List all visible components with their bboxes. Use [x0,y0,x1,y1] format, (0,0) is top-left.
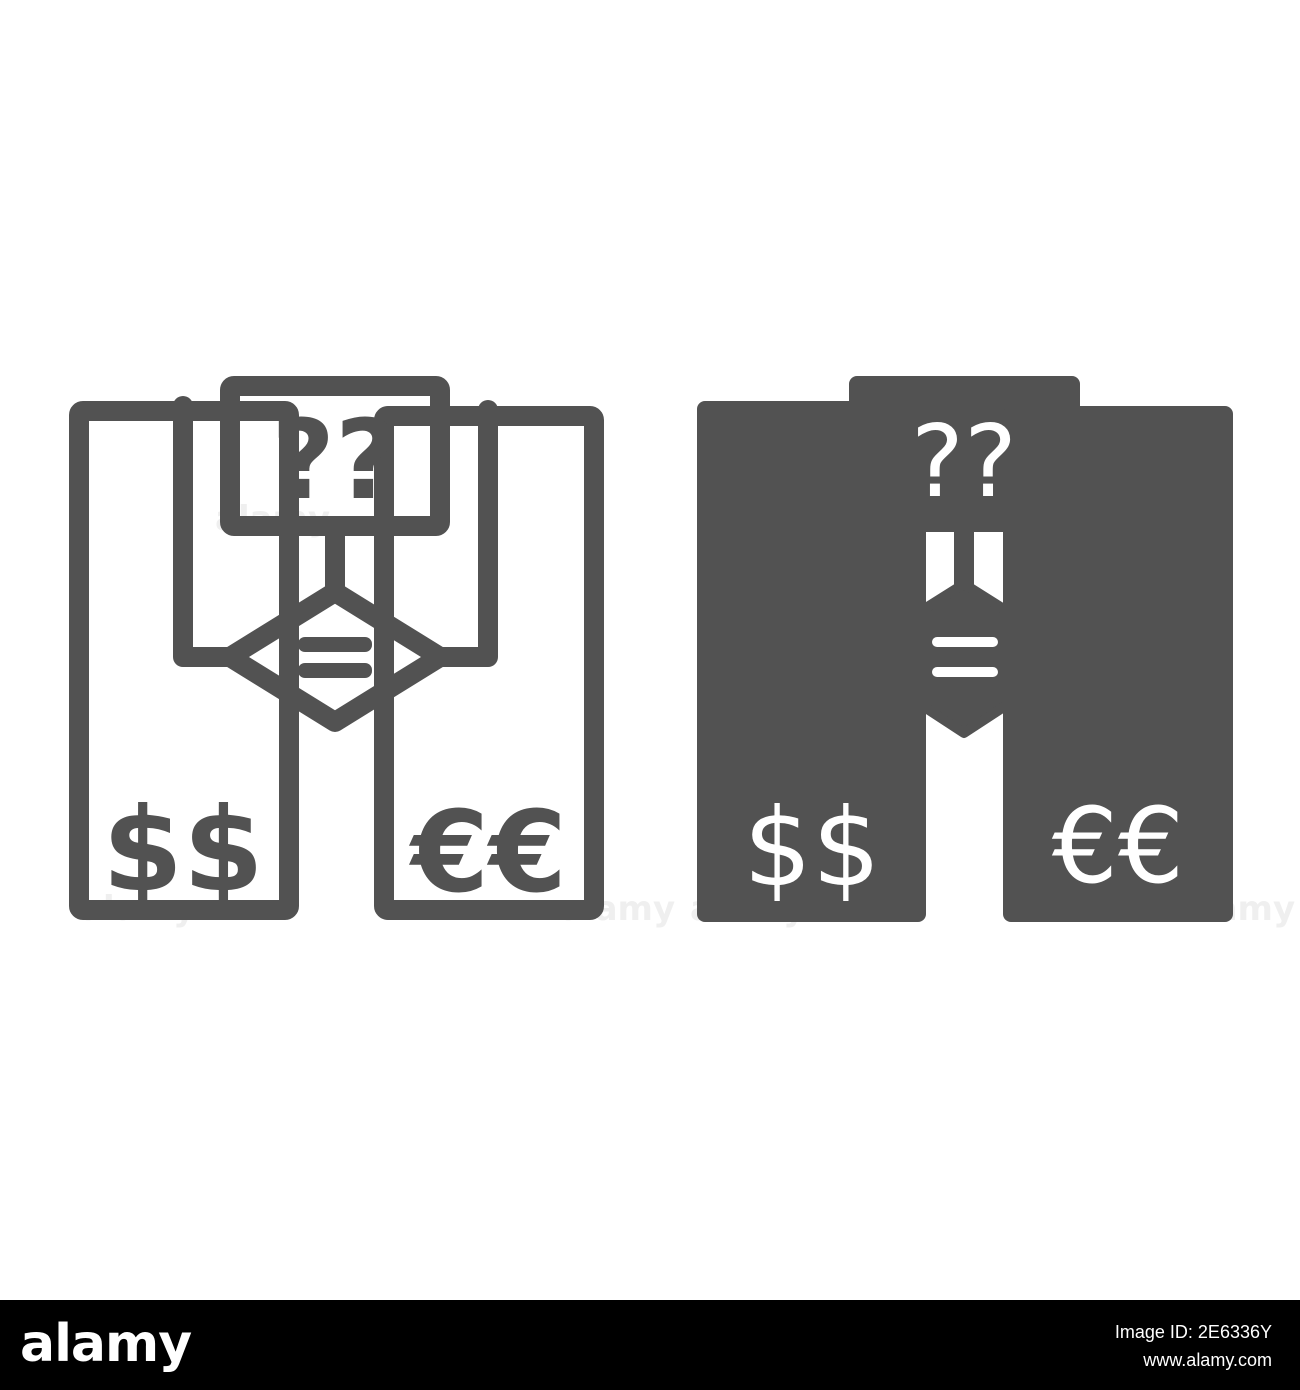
question-marks: ?? [271,396,399,524]
decision-diamond-outline [220,582,450,732]
euro-symbols: €€ [1052,785,1184,907]
equals-bar-bottom [932,667,998,677]
euro-symbols: €€ [408,788,567,918]
equals-bar-bottom [298,663,372,678]
dollar-symbols: $$ [102,783,263,918]
equals-bar-top [932,637,998,647]
euro-box-outline [374,406,604,920]
dollar-box-solid [697,401,926,922]
line-icon-boxes-final [69,401,604,920]
alamy-logo[interactable]: alamy [20,1314,192,1374]
solid-icon-visible-bottom [697,401,1233,922]
connector-line [430,400,498,667]
solid-icon-symbols: ?? $$ €€ [743,403,1184,911]
euro-box-solid [1003,406,1233,922]
line-icon-symbols: ?? $$ €€ [102,396,567,918]
dollar-box-outline [69,401,299,920]
image-id: Image ID: 2E6336Y [1114,1322,1272,1342]
connector-line [173,396,240,667]
site-url[interactable]: www.alamy.com [1143,1350,1272,1370]
equals-bar-top [298,637,372,652]
stock-footer-bar: alamy Image ID: 2E6336Y www.alamy.com [0,1300,1300,1390]
icon-illustration: alamy alamy alamy alamy alamy alamy [69,376,1295,929]
question-marks: ?? [911,403,1017,520]
image-meta: Image ID: 2E6336Y www.alamy.com [1115,1318,1272,1374]
dollar-symbols: $$ [743,786,880,911]
flowchart-line-icon [173,376,498,732]
